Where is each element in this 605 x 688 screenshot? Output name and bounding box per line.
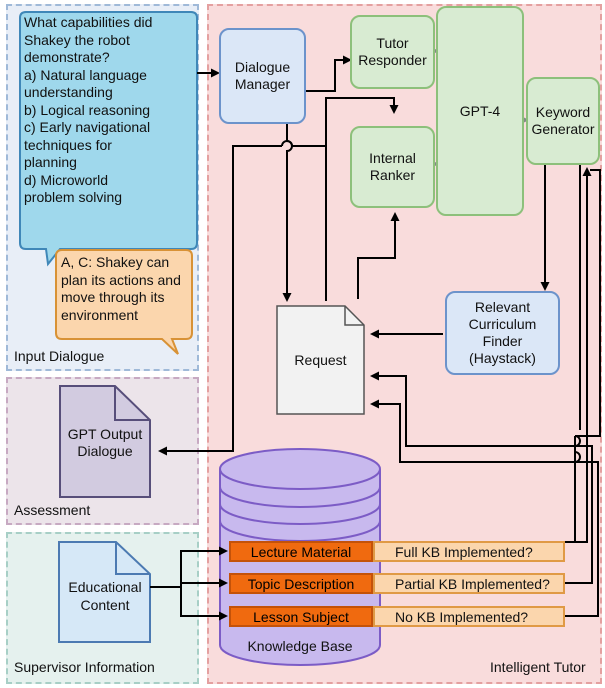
node-label: GPT-4 bbox=[459, 102, 501, 119]
question-line: planning bbox=[24, 154, 77, 170]
intelligent-tutor-label: Intelligent Tutor bbox=[490, 659, 586, 675]
kb-row-topic-description: Topic Description bbox=[229, 573, 373, 594]
kb-status-full: Full KB Implemented? bbox=[373, 541, 565, 562]
kb-status-partial: Partial KB Implemented? bbox=[373, 573, 565, 594]
question-line: c) Early navigational bbox=[24, 119, 151, 135]
question-line: What capabilities did bbox=[24, 14, 153, 30]
request-label: Request bbox=[294, 352, 347, 368]
educational-content-label: Educational Content bbox=[55, 578, 155, 614]
question-line: a) Natural language bbox=[24, 66, 147, 83]
answer-line: environment bbox=[61, 306, 139, 323]
answer-line: move through its bbox=[61, 289, 165, 305]
node-label: Manager bbox=[234, 76, 291, 92]
kb-row-lecture-material: Lecture Material bbox=[229, 541, 373, 562]
question-line: d) Microworld bbox=[24, 171, 109, 188]
question-bubble bbox=[19, 11, 198, 267]
input-dialogue-label: Input Dialogue bbox=[14, 348, 105, 364]
node-label: Keyword bbox=[535, 104, 591, 120]
kb-row-lesson-subject: Lesson Subject bbox=[229, 606, 373, 627]
question-line: Shakey the robot bbox=[24, 31, 130, 48]
question-text: What capabilities did Shakey the robot d… bbox=[24, 14, 152, 207]
question-line: techniques for bbox=[24, 136, 112, 153]
node-label: Curriculum bbox=[468, 316, 537, 332]
question-line: demonstrate? bbox=[24, 49, 110, 65]
node-label: Generator bbox=[531, 121, 595, 137]
question-line: understanding bbox=[24, 84, 113, 100]
knowledge-base-label: Knowledge Base bbox=[247, 638, 353, 654]
curriculum-finder-node: Relevant Curriculum Finder (Haystack) bbox=[445, 291, 560, 375]
node-label: Dialogue bbox=[234, 59, 291, 75]
gpt-output-dialogue-label: GPT Output Dialogue bbox=[55, 426, 155, 460]
educational-content-document-shape bbox=[58, 541, 151, 643]
node-label: Internal bbox=[369, 150, 416, 166]
node-label: Tutor bbox=[376, 35, 409, 51]
answer-text: A, C: Shakey can plan its actions and mo… bbox=[61, 254, 181, 324]
node-label: Finder bbox=[482, 333, 523, 349]
answer-bubble bbox=[55, 249, 193, 355]
knowledge-base-cylinder bbox=[219, 469, 381, 666]
answer-line: plan its actions and bbox=[61, 271, 181, 288]
answer-line: A, C: Shakey can bbox=[61, 254, 170, 270]
node-label: Relevant bbox=[474, 299, 531, 315]
node-label: Dialogue bbox=[77, 443, 133, 459]
node-label: (Haystack) bbox=[469, 350, 536, 366]
node-label: Content bbox=[80, 597, 130, 613]
question-line: problem solving bbox=[24, 189, 123, 205]
request-document-shape bbox=[276, 305, 365, 415]
node-label: Responder bbox=[358, 52, 427, 68]
supervisor-information-label: Supervisor Information bbox=[14, 659, 155, 675]
gpt-output-document-shape bbox=[59, 385, 151, 498]
question-line: b) Logical reasoning bbox=[24, 101, 151, 118]
kb-status-none: No KB Implemented? bbox=[373, 606, 565, 627]
node-label: Ranker bbox=[369, 167, 416, 183]
assessment-label: Assessment bbox=[14, 502, 91, 518]
node-label: Educational bbox=[68, 579, 142, 595]
gpt4-node: GPT-4 bbox=[436, 6, 524, 216]
node-label: GPT Output bbox=[67, 426, 143, 442]
